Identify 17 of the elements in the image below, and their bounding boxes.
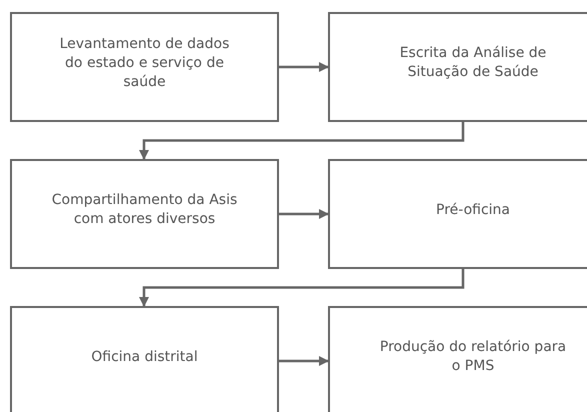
box-text: Levantamento de dados do estado e serviço de saúde	[58, 34, 230, 92]
process-box	[328, 306, 587, 412]
box-text: Escrita da Análise de Situação de Saúde	[398, 44, 548, 82]
process-box	[10, 12, 279, 122]
process-box	[328, 12, 587, 122]
arrow	[139, 122, 464, 160]
process-box	[10, 159, 279, 269]
arrow	[139, 269, 464, 307]
box-text: Produção do relatório para o PMS	[378, 338, 568, 376]
box-text: Compartilhamento da Asis com atores diversos	[50, 191, 238, 229]
process-box	[328, 159, 587, 269]
process-box	[10, 306, 279, 412]
arrow	[279, 62, 329, 72]
box-text: Oficina distrital	[91, 348, 198, 366]
arrow	[279, 356, 329, 366]
arrow	[279, 209, 329, 219]
box-text: Pré-oficina	[436, 200, 510, 220]
